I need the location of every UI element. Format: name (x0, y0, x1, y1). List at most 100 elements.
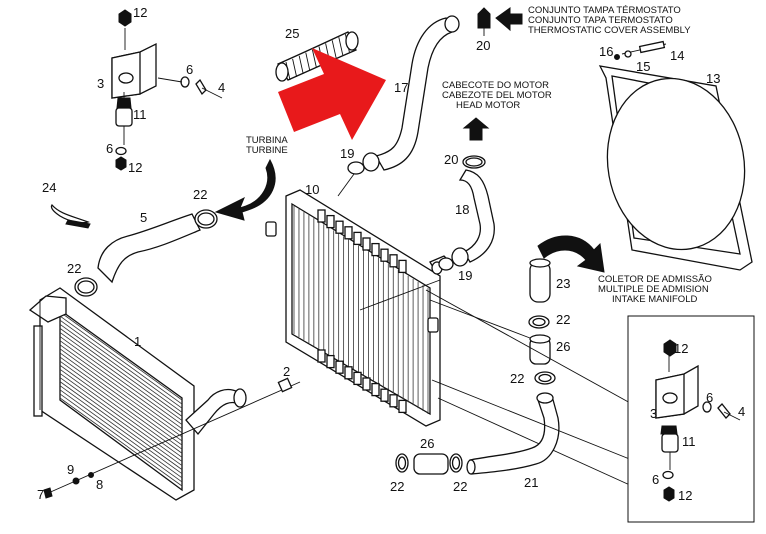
callout-line: INTAKE MANIFOLD (612, 294, 697, 305)
fin-line (59, 397, 183, 487)
tank-block (317, 349, 326, 363)
hose-17 (337, 15, 460, 197)
tank-block (353, 371, 362, 386)
hose-18 (438, 155, 495, 271)
part-label: 10 (305, 182, 319, 197)
part-label: 20 (476, 38, 490, 53)
part-label: 25 (285, 26, 299, 41)
part-label: 22 (193, 187, 207, 202)
part-label: 8 (96, 477, 103, 492)
intake-manifold-arrow (537, 235, 605, 273)
part-label: 11 (682, 434, 696, 449)
tank-block (335, 220, 344, 234)
tank-block (326, 354, 335, 369)
tank-block (380, 248, 389, 262)
fin-line (59, 385, 183, 475)
part-label: 3 (650, 406, 657, 421)
part-label: 24 (42, 180, 56, 195)
part-label: 2 (283, 364, 290, 379)
fin-line (59, 319, 183, 409)
fitting-20-top (477, 7, 491, 36)
callout-line: HEAD MOTOR (456, 100, 520, 111)
fin-line (59, 389, 183, 479)
part-label: 16 (599, 44, 613, 59)
callout-line: CABECOTE DO MOTOR (442, 80, 549, 91)
turbine-direction-arrow (214, 158, 276, 221)
fin-line (59, 340, 183, 429)
tank-block (371, 242, 380, 257)
fin-line (331, 40, 337, 59)
fin-line (59, 344, 183, 434)
fin-line (59, 311, 183, 401)
part-label: 11 (133, 107, 147, 122)
part-label: 22 (556, 312, 570, 327)
mount-assembly-top (111, 9, 223, 171)
callout-line: TURBINA (246, 135, 288, 146)
hose-21 (466, 392, 560, 475)
tank-block (362, 237, 371, 251)
part-label: 20 (444, 152, 458, 167)
part-label: 5 (140, 210, 147, 225)
part-label: 13 (706, 71, 720, 86)
callout-head-motor: CABECOTE DO MOTOR CABEZOTE DEL MOTOR HEA… (442, 80, 552, 111)
fin-line (59, 381, 183, 470)
part-label: 14 (670, 48, 684, 63)
tank-block (389, 254, 398, 268)
callout-line: TURBINE (246, 145, 288, 156)
fin-line (59, 332, 183, 421)
part-label: 18 (455, 202, 469, 217)
callout-line: COLETOR DE ADMISSÃO (598, 274, 712, 285)
bolt-7-assembly (43, 377, 301, 499)
fin-line (59, 364, 183, 454)
tank-block (344, 226, 353, 240)
mount-assembly-inset (627, 315, 755, 523)
part-label: 22 (390, 479, 404, 494)
guide-lines (359, 279, 633, 461)
fin-line (59, 356, 183, 446)
part-label: 6 (186, 62, 193, 77)
intake-parts (429, 258, 633, 487)
intercooler-1 (28, 287, 247, 501)
part-label: 22 (510, 371, 524, 386)
part-label: 21 (524, 475, 538, 490)
fin-line (59, 352, 183, 442)
clamp-24 (50, 203, 91, 229)
tank-block (398, 259, 407, 274)
tank-block (380, 388, 389, 402)
callout-line: MULTIPLE DE ADMISION (598, 284, 709, 295)
hose-5 (74, 209, 218, 297)
part-label: 4 (738, 404, 745, 419)
tank-block (353, 231, 362, 246)
part-label: 6 (706, 390, 713, 405)
tank-block (371, 382, 380, 397)
tank-block (335, 360, 344, 374)
callout-thermostat: CONJUNTO TAMPA TÉRMOSTATO CONJUNTO TAPA … (528, 5, 691, 36)
callout-intake-manifold: COLETOR DE ADMISSÃO MULTIPLE DE ADMISION… (598, 274, 712, 305)
part-label: 19 (458, 268, 472, 283)
fin-line (59, 360, 183, 450)
part-label: 26 (420, 436, 434, 451)
part-label: 1 (134, 334, 141, 349)
fin-line (59, 328, 183, 417)
part-label: 15 (636, 59, 650, 74)
part-label: 26 (556, 339, 570, 354)
fin-line (311, 49, 317, 68)
part-label: 22 (67, 261, 81, 276)
radiator-10 (265, 189, 452, 427)
part-label: 12 (133, 5, 147, 20)
tank-block (317, 209, 326, 223)
part-label: 17 (394, 80, 408, 95)
callout-line: CONJUNTO TAMPA TÉRMOSTATO (528, 5, 681, 16)
part-label: 12 (674, 341, 688, 356)
tank-block (344, 366, 353, 380)
fin-line (292, 58, 298, 77)
part-label: 19 (340, 146, 354, 161)
fin-line (59, 348, 183, 438)
part-label: 9 (67, 462, 74, 477)
part-label: 6 (652, 472, 659, 487)
fin-line (59, 315, 183, 405)
tank-block (326, 214, 335, 229)
callout-line: CONJUNTO TAPA TERMOSTATO (528, 15, 673, 26)
